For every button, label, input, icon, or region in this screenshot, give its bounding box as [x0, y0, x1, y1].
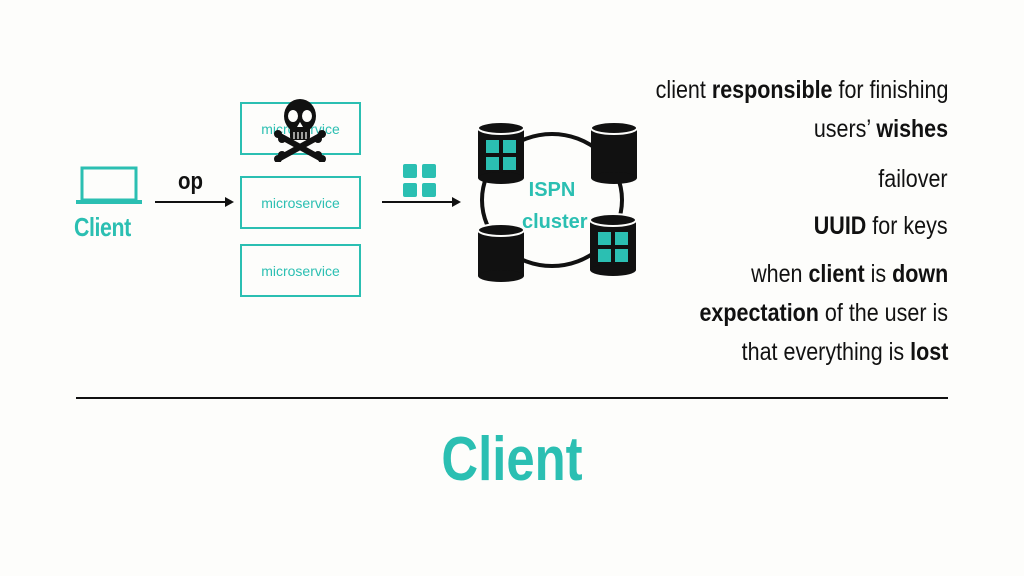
bullet-line: client responsible for finishing: [655, 76, 948, 105]
database-icon: [477, 223, 525, 282]
database-icon: [589, 213, 637, 276]
text: of the user is: [818, 299, 948, 327]
op-label: op: [178, 168, 203, 195]
microservice-box-2: microservice: [240, 176, 361, 229]
cluster-label-line1: ISPN: [528, 179, 576, 201]
bullet-line: failover: [879, 165, 948, 194]
bold-text: responsible: [711, 76, 833, 104]
text: users’: [813, 115, 877, 143]
cluster-label: ISPN cluster: [522, 174, 588, 238]
text: failover: [878, 165, 948, 193]
microservice-label: microservice: [261, 262, 340, 279]
grid-squares-icon: [403, 164, 436, 197]
bullet-line: users’ wishes: [814, 115, 948, 144]
bold-text: expectation: [699, 299, 819, 327]
microservice-box-3: microservice: [240, 244, 361, 297]
arrow-client-to-microservice: [155, 197, 234, 207]
bold-text: UUID: [814, 212, 867, 240]
text: that everything is: [741, 338, 910, 366]
divider: [76, 397, 948, 399]
laptop-icon: [76, 166, 142, 204]
text: when: [750, 260, 809, 288]
bullet-line: UUID for keys: [814, 212, 948, 241]
text: client: [655, 76, 712, 104]
bold-text: lost: [909, 338, 948, 366]
ispn-cluster-diagram: [477, 121, 638, 282]
bullet-line: that everything is lost: [741, 338, 948, 367]
database-icon: [590, 121, 638, 184]
text: is: [864, 260, 892, 288]
bold-text: down: [891, 260, 948, 288]
slide-title: Client: [441, 425, 583, 494]
cluster-label-line2: cluster: [522, 211, 588, 233]
text: for finishing: [832, 76, 948, 104]
skull-crossbones-icon: [274, 99, 326, 162]
database-icon: [477, 121, 525, 184]
arrow-microservice-to-cluster: [382, 197, 461, 207]
client-label: Client: [74, 212, 131, 242]
bullet-line: when client is down: [751, 260, 948, 289]
text: for keys: [866, 212, 948, 240]
bold-text: wishes: [876, 115, 948, 143]
bullet-line: expectation of the user is: [699, 299, 948, 328]
microservice-label: microservice: [261, 194, 340, 211]
bold-text: client: [808, 260, 865, 288]
